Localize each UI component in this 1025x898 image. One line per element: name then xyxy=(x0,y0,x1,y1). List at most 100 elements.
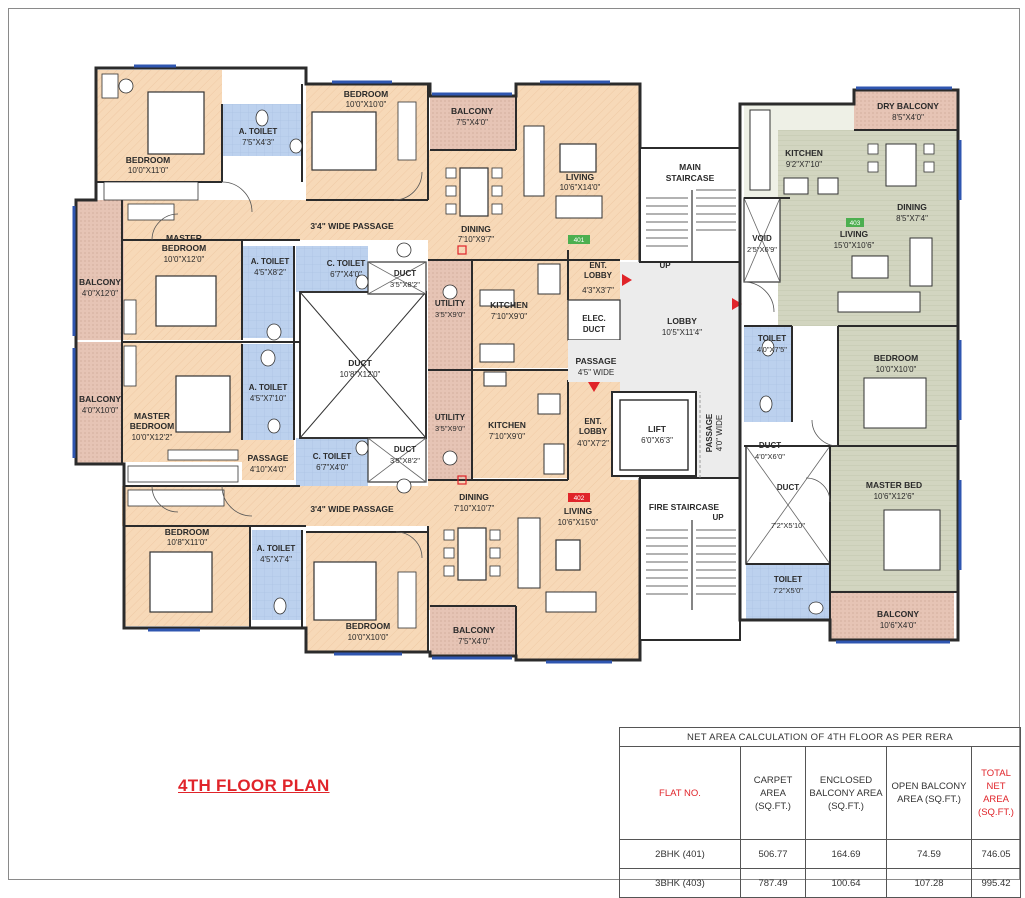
kitchen-r-name: KITCHEN xyxy=(785,148,823,158)
living-r-name: LIVING xyxy=(840,229,869,239)
atoilet-3-size: 4'5"X7'10" xyxy=(250,394,286,403)
cell-enclosed: 164.69 xyxy=(805,839,887,869)
master-bed-r-name: MASTER BED xyxy=(866,480,922,490)
core xyxy=(567,147,742,641)
balcony-left-bot-fill xyxy=(76,342,124,464)
atoilet-2-size: 4'5"X8'2" xyxy=(254,268,286,277)
fire-staircase-box xyxy=(639,477,741,641)
kitchen-bot-name: KITCHEN xyxy=(488,420,526,430)
kitchen-top-name: KITCHEN xyxy=(490,300,528,310)
main-staircase-box xyxy=(639,147,741,263)
up-fire: UP xyxy=(712,513,724,522)
ent-lobby-top-fill xyxy=(568,250,620,300)
master-bedroom-top-name1: MASTER xyxy=(166,233,202,243)
atoilet-2-fill xyxy=(242,246,294,338)
atoilet-bl-name: A. TOILET xyxy=(257,544,296,553)
void-name: VOID xyxy=(752,234,772,243)
kitchen-top-size: 7'10"X9'0" xyxy=(491,312,527,321)
header-open-balcony: OPEN BALCONY AREA (SQ.FT.) xyxy=(886,746,972,840)
elec-duct-name1: ELEC. xyxy=(582,314,606,323)
dining-bot-size: 7'10"X10'7" xyxy=(454,504,495,513)
kitchen-bot-size: 7'10"X9'0" xyxy=(489,432,525,441)
table-row: 3BHK (403) 787.49 100.64 107.28 995.42 xyxy=(619,868,1021,898)
flat-tag-403-box xyxy=(846,218,864,227)
bedroom-tl-size: 10'0"X11'0" xyxy=(128,166,168,175)
entry-arrow-403 xyxy=(732,298,742,310)
balcony-r-size: 10'6"X4'0" xyxy=(880,621,916,630)
main-staircase-name2: STAIRCASE xyxy=(666,173,715,183)
balcony-top-fill xyxy=(430,96,516,150)
duct-r1-size: 4'0"X6'0" xyxy=(755,452,785,461)
utility-top-fill xyxy=(428,260,472,370)
passage-bot-name: 3'4" WIDE PASSAGE xyxy=(310,504,394,514)
passage-vert-name2: 4'0" WIDE xyxy=(715,415,724,451)
toilet-r2-name: TOILET xyxy=(774,575,802,584)
room-labels: BEDROOM 10'0"X11'0" A. TOILET 7'5"X4'3" … xyxy=(79,89,939,646)
header-total-net-area: TOTAL NET AREA (SQ.FT.) xyxy=(971,746,1021,840)
flat-tag-402-box xyxy=(568,493,590,502)
duct-big-size: 10'8"X12'0" xyxy=(340,370,381,379)
passage-vert-name1: PASSAGE xyxy=(705,413,714,452)
balcony-bot-size: 7'5"X4'0" xyxy=(458,637,490,646)
ent-lobby-top-size: 4'3"X3'7" xyxy=(582,286,614,295)
bedroom-bl-size: 10'8"X11'0" xyxy=(167,538,207,547)
master-bedroom-top-name2: BEDROOM xyxy=(162,243,206,253)
balcony-left-top-fill xyxy=(76,200,124,340)
balcony-left-bot-name: BALCONY xyxy=(79,394,121,404)
bedroom-bm-name: BEDROOM xyxy=(346,621,390,631)
dry-balcony-size: 8'5"X4'0" xyxy=(892,113,924,122)
toilet-r1-size: 4'0"X7'5" xyxy=(757,345,787,354)
dining-r-name: DINING xyxy=(897,202,927,212)
flat-tag-403: 403 xyxy=(850,220,861,227)
pooja-mark-bot xyxy=(457,475,467,485)
main-staircase-name1: MAIN xyxy=(679,162,701,172)
void-size: 2'5"X6'9" xyxy=(747,245,777,254)
toilet-r2-size: 7'2"X5'0" xyxy=(773,586,803,595)
balcony-bot-name: BALCONY xyxy=(453,625,495,635)
entry-arrow-401 xyxy=(622,274,632,286)
cell-flat: 3BHK (403) xyxy=(619,868,741,898)
utility-top-name: UTILITY xyxy=(435,299,466,308)
cell-open: 107.28 xyxy=(886,868,972,898)
plan-title: 4TH FLOOR PLAN xyxy=(178,776,330,795)
bedroom-r-size: 10'0"X10'0" xyxy=(876,365,917,374)
balcony-left-top-size: 4'0"X12'0" xyxy=(82,289,118,298)
passage-small-size: 4'10"X4'0" xyxy=(250,465,286,474)
balcony-r-name: BALCONY xyxy=(877,609,919,619)
passage-mid-name: PASSAGE xyxy=(576,356,617,366)
balcony-top-name: BALCONY xyxy=(451,106,493,116)
duct-small-bot-size: 3'5"X8'2" xyxy=(390,456,420,465)
ent-lobby-top-name1: ENT. xyxy=(589,261,606,270)
master-bedroom-top-size: 10'0"X12'0" xyxy=(164,255,205,264)
flat-tag-402: 402 xyxy=(574,495,585,502)
utility-top-size: 3'5"X9'0" xyxy=(435,310,465,319)
cell-total: 746.05 xyxy=(971,839,1021,869)
dry-balcony-fill xyxy=(854,90,958,130)
lift-size: 6'0"X6'3" xyxy=(641,436,673,445)
entry-arrow-402 xyxy=(588,382,600,392)
ent-lobby-bot-name2: LOBBY xyxy=(579,427,608,436)
passage-small-name: PASSAGE xyxy=(248,453,289,463)
kitchen-r-size: 9'2"X7'10" xyxy=(786,160,822,169)
ent-lobby-top-name2: LOBBY xyxy=(584,271,613,280)
left-block xyxy=(72,64,642,664)
ent-lobby-bot-name1: ENT. xyxy=(584,417,601,426)
toilet-r1-name: TOILET xyxy=(758,334,786,343)
bedroom-bm-size: 10'0"X10'0" xyxy=(348,633,389,642)
balcony-r-fill xyxy=(830,592,954,640)
passage-mid-size: 4'5" WIDE xyxy=(578,368,614,377)
right-block xyxy=(568,86,962,644)
bedroom-tm-name: BEDROOM xyxy=(344,89,388,99)
dry-balcony-name: DRY BALCONY xyxy=(877,101,939,111)
header-carpet-area: CARPET AREA (SQ.FT.) xyxy=(740,746,806,840)
up-main: UP xyxy=(659,261,671,270)
cell-flat: 2BHK (401) xyxy=(619,839,741,869)
fire-staircase-name: FIRE STAIRCASE xyxy=(649,502,720,512)
bedroom-tl-name: BEDROOM xyxy=(126,155,170,165)
flat-tag-401-box xyxy=(568,235,590,244)
cell-total: 995.42 xyxy=(971,868,1021,898)
balcony-bot-fill xyxy=(430,606,516,656)
living-top-size: 10'6"X14'0" xyxy=(560,183,601,192)
passage-mid-fill xyxy=(568,340,622,382)
